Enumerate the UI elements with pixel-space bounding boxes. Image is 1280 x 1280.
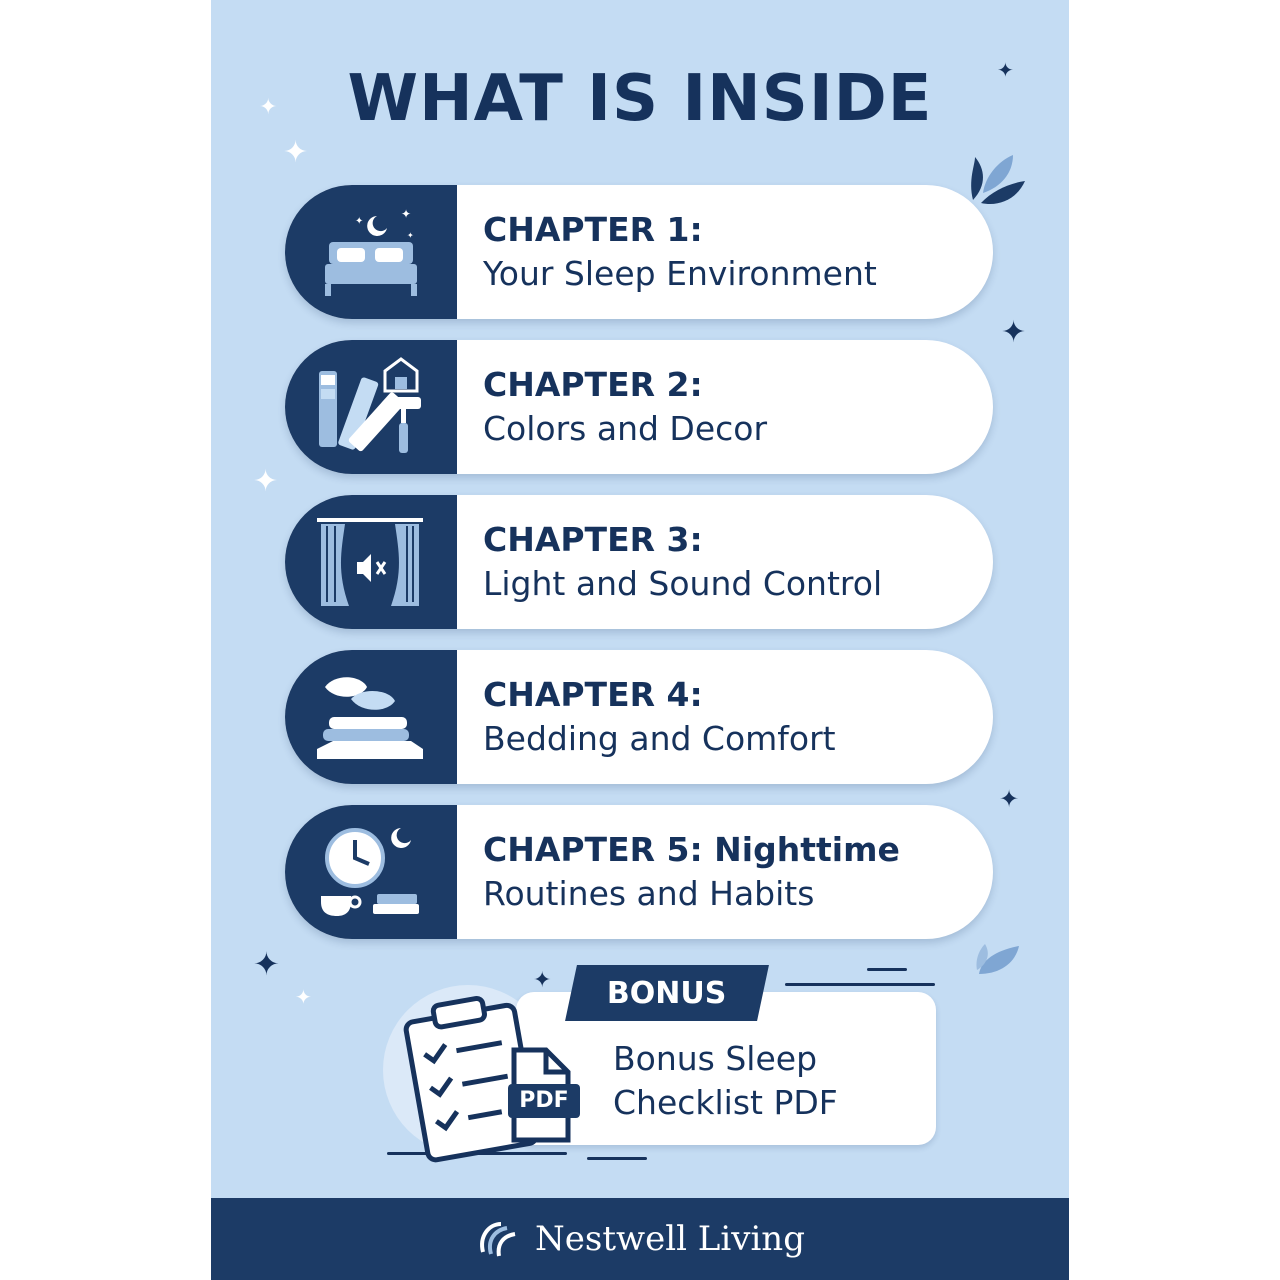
svg-text:✦: ✦: [401, 207, 411, 221]
sparkle-icon: ✦: [253, 945, 280, 983]
bonus-line-1: Bonus Sleep: [613, 1039, 818, 1078]
pdf-label: PDF: [519, 1088, 569, 1113]
chapter-text: CHAPTER 1: Your Sleep Environment: [483, 185, 953, 319]
decorative-line: [867, 968, 907, 971]
sparkle-icon: ✦: [1001, 315, 1027, 350]
chapter-heading: CHAPTER 5: Nighttime: [483, 830, 900, 869]
sparkle-icon: ✦: [259, 95, 278, 120]
nestwell-logo-icon: [480, 1222, 516, 1257]
chapter-heading: CHAPTER 4:: [483, 675, 703, 714]
chapter-card-2: CHAPTER 2: Colors and Decor: [285, 340, 993, 474]
chapter-icon-box: [285, 650, 457, 784]
chapter-subtitle: Your Sleep Environment: [483, 254, 877, 293]
sparkle-icon: ✦: [533, 968, 552, 993]
chapter-subtitle: Colors and Decor: [483, 409, 768, 448]
chapter-icon-box: [285, 805, 457, 939]
chapter-subtitle: Light and Sound Control: [483, 564, 883, 603]
chapter-card-4: CHAPTER 4: Bedding and Comfort: [285, 650, 993, 784]
bonus-line-2: Checklist PDF: [613, 1083, 838, 1122]
page-title: WHAT IS INSIDE: [347, 62, 933, 136]
sparkle-icon: ✦: [283, 135, 309, 170]
sparkle-icon: ✦: [999, 785, 1020, 813]
chapter-text: CHAPTER 2: Colors and Decor: [483, 340, 953, 474]
poster: ✦ ✦ ✦ ✦ ✦ ✦ ✦ ✦ ✦ WHAT IS INSIDE ✦ ✦ ✦: [211, 0, 1069, 1280]
bonus-section: BONUS Bonus Sleep Checklist PDF PDF: [341, 965, 961, 1180]
chapter-heading: CHAPTER 2:: [483, 365, 703, 404]
bonus-text: Bonus Sleep Checklist PDF: [613, 1037, 838, 1125]
sparkle-icon: ✦: [997, 58, 1014, 82]
decorative-line: [785, 983, 935, 986]
chapter-card-3: CHAPTER 3: Light and Sound Control: [285, 495, 993, 629]
chapter-card-1: ✦ ✦ ✦ CHAPTER 1: Your Sleep Environment: [285, 185, 993, 319]
chapter-icon-box: [285, 340, 457, 474]
sparkle-icon: ✦: [253, 464, 279, 499]
clipboard-checklist-icon: [403, 995, 580, 1163]
chapter-heading: CHAPTER 1:: [483, 210, 703, 249]
chapter-card-5: CHAPTER 5: Nighttime Routines and Habits: [285, 805, 993, 939]
chapter-text: CHAPTER 5: Nighttime Routines and Habits: [483, 805, 953, 939]
chapter-text: CHAPTER 3: Light and Sound Control: [483, 495, 953, 629]
chapter-heading: CHAPTER 3:: [483, 520, 703, 559]
bed-icon: ✦ ✦ ✦: [325, 207, 417, 296]
chapter-subtitle: Routines and Habits: [483, 874, 815, 913]
brand-name: Nestwell Living: [535, 1219, 805, 1259]
bonus-tag-label: BONUS: [607, 975, 727, 1011]
bedding-stack-icon: [317, 677, 423, 759]
clock-moon-icon: [321, 828, 419, 916]
leaf-icon: [976, 944, 1019, 974]
sparkle-icon: ✦: [295, 985, 312, 1009]
footer: Nestwell Living: [211, 1198, 1069, 1280]
color-swatch-icon: [319, 357, 421, 453]
svg-text:✦: ✦: [407, 231, 414, 240]
decorative-line: [587, 1157, 647, 1160]
chapter-icon-box: ✦ ✦ ✦: [285, 185, 457, 319]
chapter-text: CHAPTER 4: Bedding and Comfort: [483, 650, 953, 784]
chapter-icon-box: [285, 495, 457, 629]
svg-text:✦: ✦: [355, 216, 363, 227]
chapter-subtitle: Bedding and Comfort: [483, 719, 836, 758]
leaf-icon: [971, 155, 1025, 205]
curtain-mute-icon: [317, 518, 423, 606]
